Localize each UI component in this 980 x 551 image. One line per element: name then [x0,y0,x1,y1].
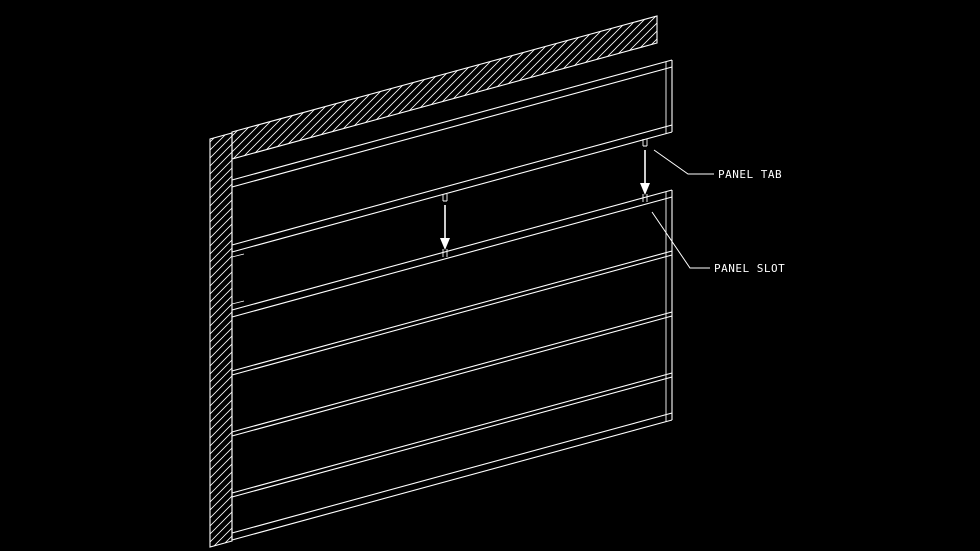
panel-slot-mark-left [442,249,448,257]
panel-slot-leader [651,211,710,269]
panel-slot-mark-right [642,194,648,202]
panel-tab-mark-right [642,139,648,147]
panel-slot-label: PANEL SLOT [714,262,785,275]
lower-panel-stack [231,189,673,541]
panel-tab-leader [653,149,714,175]
down-arrow-icon-right [640,150,650,195]
down-arrow-icon-left [440,205,450,250]
upper-panel [231,59,673,253]
wall-section-strip [209,132,233,548]
wall-top-section [231,15,658,160]
wall-clip-marks [231,253,245,305]
panel-tab-mark-left [442,194,448,202]
panel-tab-label: PANEL TAB [718,168,782,181]
